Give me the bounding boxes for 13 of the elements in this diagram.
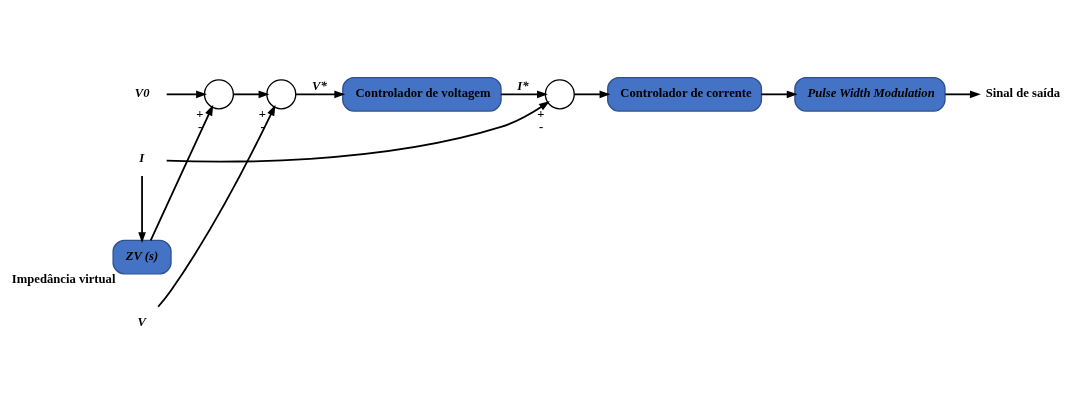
edge-label: I* <box>517 78 529 93</box>
node-label: + <box>196 106 204 121</box>
node-text: V0 <box>134 85 150 100</box>
node-label: - <box>198 119 203 134</box>
node-text: Sinal de saída <box>985 85 1061 100</box>
node-text: I <box>139 150 145 165</box>
node-text: V <box>137 314 146 329</box>
node-label: - <box>539 119 544 134</box>
node-label: - <box>260 119 265 134</box>
node-label: Impedância virtual <box>11 271 116 286</box>
edge-label: V* <box>312 78 327 93</box>
node-label: + <box>537 106 545 121</box>
node-label: + <box>258 106 266 121</box>
